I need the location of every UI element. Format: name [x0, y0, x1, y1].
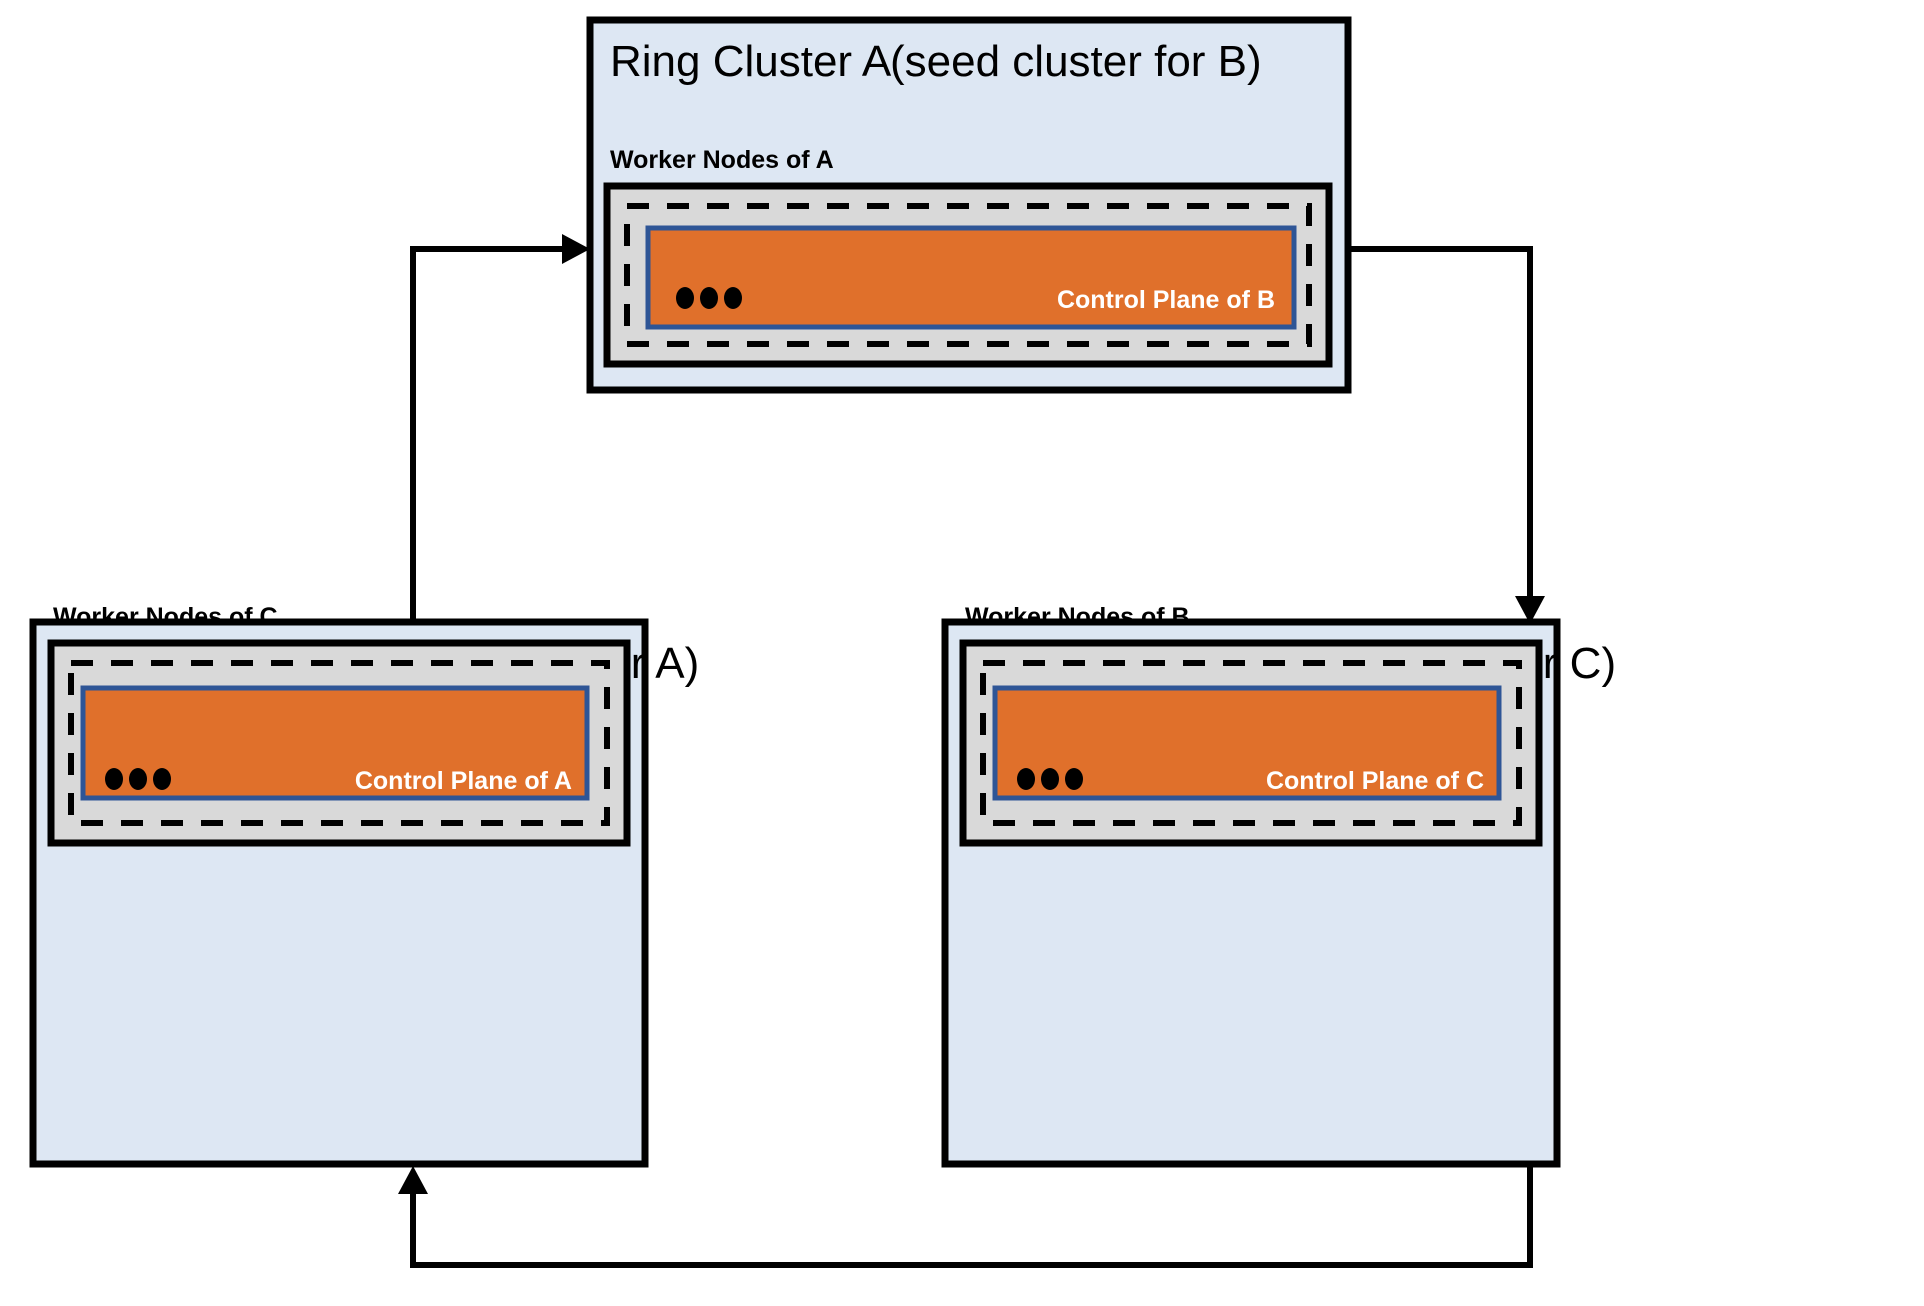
cluster-c-worker-label: Worker Nodes of C	[53, 603, 278, 631]
cluster-c-ellipsis-icon	[105, 768, 171, 790]
cluster-a-worker-dashed-border	[624, 203, 1312, 347]
edge-b-to-c-arrowhead	[398, 1166, 428, 1194]
cluster-b-worker-label: Worker Nodes of B	[965, 603, 1190, 631]
cluster-b-control-plane-label: Control Plane of C	[1266, 767, 1484, 795]
cluster-c[interactable]: Ring Cluster C (seed cluster for A) Work…	[29, 603, 699, 1168]
cluster-a-control-plane-box	[645, 225, 1297, 330]
edge-a-to-b	[1348, 246, 1545, 624]
cluster-c-control-plane[interactable]: Control Plane of A	[80, 685, 590, 801]
edge-c-to-a	[410, 234, 590, 620]
cluster-a-ellipsis-icon	[676, 287, 742, 309]
cluster-a[interactable]: Ring Cluster A (seed cluster for B) Work…	[586, 16, 1352, 394]
cluster-b-control-plane[interactable]: Control Plane of C	[992, 685, 1502, 801]
cluster-c-control-plane-label: Control Plane of A	[355, 767, 572, 795]
cluster-a-control-plane-label: Control Plane of B	[1057, 286, 1275, 314]
cluster-b[interactable]: Ring Cluster B (seed cluster for C) Work…	[941, 603, 1616, 1168]
edge-c-to-a-arrowhead	[562, 234, 590, 264]
edge-a-to-b-line	[1348, 246, 1533, 605]
cluster-a-title: Ring Cluster A	[610, 37, 892, 86]
cluster-c-worker-dashed-border	[68, 660, 610, 826]
edge-a-to-b-arrowhead	[1515, 596, 1545, 624]
cluster-a-control-plane[interactable]: Control Plane of B	[645, 225, 1297, 330]
cluster-b-ellipsis-icon	[1017, 768, 1083, 790]
cluster-b-worker-dashed-border	[980, 660, 1522, 826]
cluster-a-worker-label: Worker Nodes of A	[610, 146, 834, 174]
edge-c-to-a-line	[410, 246, 572, 620]
cluster-a-seed-note: (seed cluster for B)	[890, 37, 1262, 86]
